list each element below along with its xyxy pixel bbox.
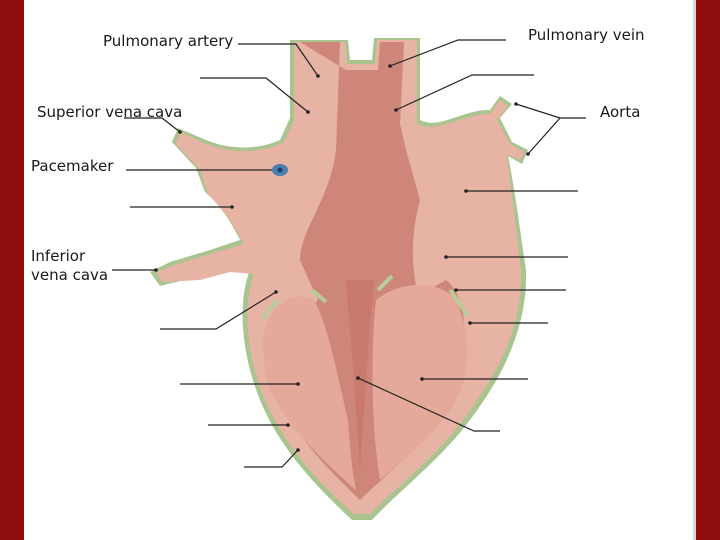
leader-aorta-top	[516, 104, 586, 118]
label-aorta: Aorta	[600, 103, 640, 122]
label-pulmonary-artery: Pulmonary artery	[103, 32, 233, 51]
label-inferior-vena-cava: Inferior vena cava	[31, 247, 108, 285]
label-pulmonary-vein: Pulmonary vein	[528, 26, 645, 45]
label-superior-vena-cava: Superior vena cava	[37, 103, 182, 122]
label-pacemaker: Pacemaker	[31, 157, 113, 176]
leader-aorta-bottom	[528, 118, 560, 154]
pacemaker-node-center	[278, 168, 283, 173]
